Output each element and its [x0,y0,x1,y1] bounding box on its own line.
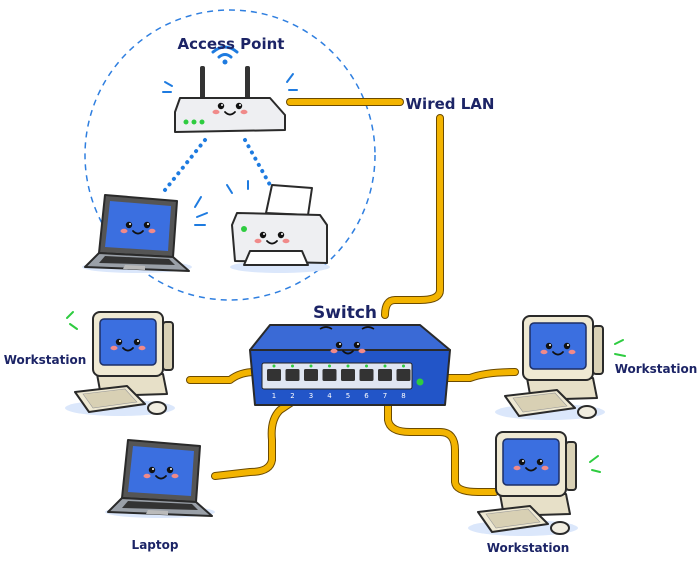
cable-switch-laptop [212,397,298,479]
printer[interactable] [226,180,330,273]
port-led [365,364,368,368]
port-number: 3 [309,392,313,400]
switch-port[interactable] [341,369,355,381]
port-number: 6 [364,392,369,400]
switch-port[interactable] [285,369,300,381]
port-number: 8 [401,392,405,400]
port-number: 4 [327,392,332,400]
wireless-link-laptop [163,138,207,192]
wifi-icon [211,45,239,54]
switch-port[interactable] [322,369,337,381]
port-led [309,364,313,368]
switch[interactable]: 1 2 3 4 5 6 7 8 [249,324,451,406]
port-led [291,364,294,368]
workstation-bottom[interactable] [468,432,601,536]
workstation-left[interactable] [65,311,175,416]
access-point[interactable] [162,45,298,133]
label-access-point: Access Point [178,35,285,53]
port-led [383,364,387,368]
laptop-wireless[interactable] [82,195,208,273]
label-workstation-left: Workstation [4,353,87,367]
label-laptop: Laptop [132,538,179,552]
label-workstation-bottom: Workstation [487,541,570,555]
port-number: 5 [346,392,350,400]
port-led [328,364,331,368]
laptop-wired[interactable] [105,440,215,518]
wireless-zone [84,9,376,301]
port-number: 2 [290,392,294,400]
port-number: 7 [383,392,387,400]
port-led [346,364,350,368]
switch-port[interactable] [304,369,318,381]
label-switch: Switch [313,303,377,323]
cable-switch-ws-bottom [385,397,498,495]
port-number: 1 [272,392,276,400]
switch-port[interactable] [378,369,392,381]
switch-port[interactable] [359,369,374,381]
label-wired-lan: Wired LAN [406,95,495,113]
workstation-right[interactable] [495,316,626,420]
label-workstation-right: Workstation [615,362,698,376]
port-led [402,364,405,368]
port-led [272,364,276,368]
wireless-link-printer [243,138,272,187]
cables [186,98,519,496]
cable-lan-switch [382,115,443,318]
cable-switch-ws-right [437,369,518,381]
switch-port[interactable] [396,369,411,381]
switch-port[interactable] [267,369,281,381]
